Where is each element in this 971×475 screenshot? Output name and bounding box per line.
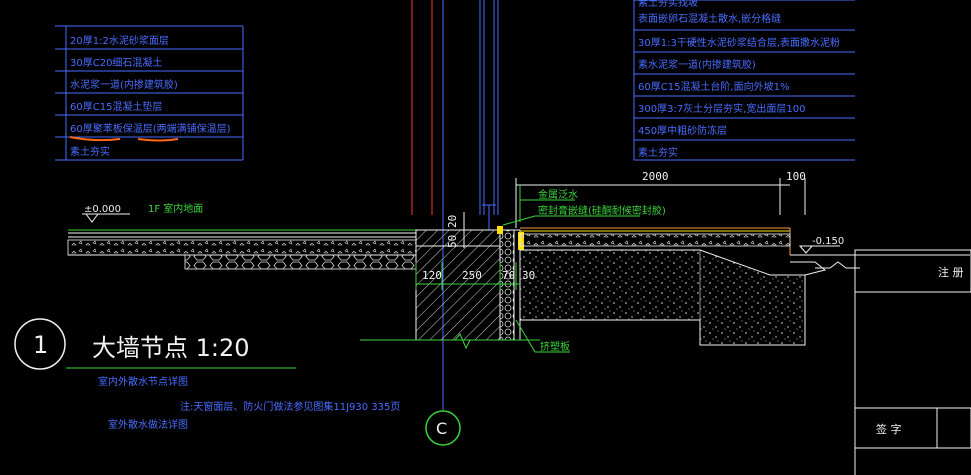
callout-xps: 挤塑板 [540,340,570,353]
detail-number: 1 [33,331,48,359]
legend-left-1: 20厚1:2水泥砂浆面层 [70,34,169,47]
floor-level-marker: ±0.000 1F 室内地面 [82,202,203,223]
dim-70: 70 [502,269,515,282]
floor-level-text: ±0.000 [84,204,121,215]
legend-left-5: 60厚聚苯板保温层(两端满铺保温层) [70,122,231,135]
legend-right-3: 30厚1:3干硬性水泥砂浆结合层,表面撒水泥粉 [638,36,840,49]
legend-right-4: 素水泥浆一道(内掺建筑胶) [638,58,756,71]
legend-left-6: 素土夯实 [70,145,110,158]
legend-left-2: 30厚C20细石混凝土 [70,56,162,69]
dim-2000: 2000 [642,170,669,183]
dim-50: 50 [446,235,459,248]
dim-120: 120 [422,269,442,282]
title-block-register: 注 册 [938,265,964,279]
legend-right-2: 表面嵌卵石混凝土散水,嵌分格缝 [638,12,781,25]
axis-lines [411,0,499,410]
wall-foundation [360,226,540,350]
dim-250: 250 [462,269,482,282]
legend-right-7: 450厚中粗砂防冻层 [638,124,727,137]
left-legend: 20厚1:2水泥砂浆面层 30厚C20细石混凝土 水泥浆一道(内掺建筑胶) 60… [55,25,244,161]
note-1: 室内外散水节点详图 [98,375,188,388]
detail-title: 1 大墙节点 1:20 室内外散水节点详图 注:天窗面层、防火门做法参见图集11… [14,318,400,431]
dim-30: 30 [522,269,535,282]
markup-underline-2 [137,138,179,142]
detail-title-text: 大墙节点 1:20 [92,334,250,362]
axis-label: C [436,419,447,438]
right-legend: 素土夯实找坡 表面嵌卵石混凝土散水,嵌分格缝 30厚1:3干硬性水泥砂浆结合层,… [633,0,855,161]
dim-100: 100 [786,170,806,183]
exterior-apron [519,227,970,346]
callout-sealant: 密封膏嵌缝(硅酮耐候密封胶) [538,204,666,217]
legend-left-3: 水泥浆一道(内掺建筑胶) [70,78,178,91]
dim-20: 20 [446,215,459,228]
floor-note: 1F 室内地面 [148,202,203,215]
note-2: 注:天窗面层、防火门做法参见图集11J930 335页 [180,400,400,413]
detail-number-circle [14,318,66,370]
legend-right-5: 60厚C15混凝土台阶,面向外坡1% [638,80,789,93]
callout-flashing: 金属泛水 [538,188,578,201]
outdoor-level-text: -0.150 [812,236,844,247]
title-block: 注 册 签 字 [854,249,971,475]
dimensions: 2000 100 120 250 70 30 50 20 [415,170,806,290]
axis-bubble: C [425,410,461,446]
legend-right-8: 素土夯实 [638,146,678,159]
markup-underline-1 [69,136,121,142]
outdoor-level-marker: -0.150 [798,236,844,254]
legend-left-4: 60厚C15混凝土垫层 [70,100,162,113]
title-block-sign: 签 字 [876,422,902,436]
legend-right-6: 300厚3:7灰土分层夯实,宽出面层100 [638,102,805,115]
interior-floor [67,229,417,270]
note-3: 室外散水做法详图 [108,418,188,431]
callouts: 金属泛水 密封膏嵌缝(硅酮耐候密封胶) 挤塑板 [502,185,666,353]
legend-right-1: 素土夯实找坡 [638,0,698,9]
